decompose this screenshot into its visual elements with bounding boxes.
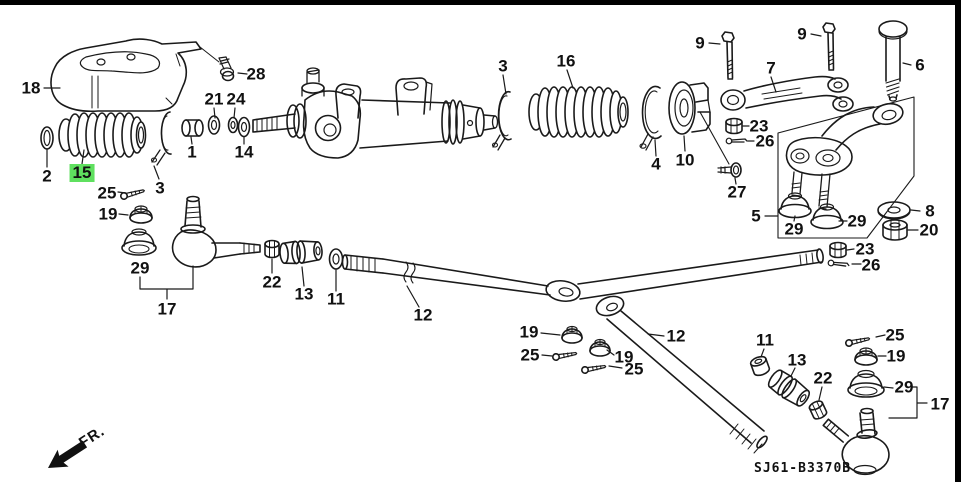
callout-6[interactable]: 6 — [915, 55, 925, 75]
sleeve-13-right-drawing — [767, 369, 811, 407]
castle-nut-19-b-drawing — [589, 338, 611, 357]
callout-17[interactable]: 17 — [930, 394, 950, 414]
steering-gearbox-drawing — [252, 67, 499, 159]
callout-29[interactable]: 29 — [847, 211, 867, 231]
leader-lines — [43, 33, 928, 419]
bushing-drawing — [181, 119, 204, 137]
boot-clip-left-drawing — [150, 111, 172, 166]
callout-12[interactable]: 12 — [413, 305, 433, 325]
screw-25-a-drawing — [551, 351, 578, 362]
nut-20-drawing — [882, 219, 908, 241]
callout-15[interactable]: 15 — [69, 164, 95, 182]
top-border-bar — [0, 0, 961, 5]
callout-27[interactable]: 27 — [727, 182, 747, 202]
castle-nut-19-left-drawing — [129, 205, 153, 224]
callout-11[interactable]: 11 — [327, 289, 345, 309]
callout-25[interactable]: 25 — [97, 183, 117, 203]
callout-11[interactable]: 11 — [756, 330, 774, 350]
callout-26[interactable]: 26 — [755, 131, 775, 151]
callout-13[interactable]: 13 — [294, 284, 314, 304]
callout-22[interactable]: 22 — [262, 272, 282, 292]
tie-rod-12-right-drawing — [595, 295, 768, 454]
coupling-bolt-drawing — [699, 111, 742, 178]
screw-25-right-drawing — [844, 337, 871, 348]
callout-29[interactable]: 29 — [784, 219, 804, 239]
callout-19[interactable]: 19 — [886, 346, 906, 366]
idler-bracket-drawing — [720, 75, 854, 112]
callout-22[interactable]: 22 — [813, 368, 833, 388]
cotter-pin-26-lower-drawing — [827, 259, 850, 267]
nut-22-right-drawing — [808, 400, 828, 420]
callout-25[interactable]: 25 — [520, 345, 540, 365]
callout-18[interactable]: 18 — [21, 78, 41, 98]
callout-23[interactable]: 23 — [749, 116, 769, 136]
callout-19[interactable]: 19 — [519, 322, 539, 342]
nut-23-lower-drawing — [829, 241, 847, 259]
callout-9[interactable]: 9 — [797, 24, 807, 44]
callout-16[interactable]: 16 — [556, 51, 576, 71]
callout-23[interactable]: 23 — [855, 239, 875, 259]
callout-24[interactable]: 24 — [226, 89, 246, 109]
callout-13[interactable]: 13 — [787, 350, 807, 370]
nut-23-upper-drawing — [725, 117, 743, 135]
cotter-pin-26-upper-drawing — [725, 137, 748, 145]
bolt-9-left-drawing — [721, 31, 735, 80]
rack-boot-16-drawing — [528, 86, 629, 138]
joint-coupling-drawing — [668, 81, 711, 135]
castle-nut-19-right-drawing — [854, 347, 878, 366]
callout-4[interactable]: 4 — [651, 154, 661, 174]
callout-3[interactable]: 3 — [155, 178, 165, 198]
rack-boot-15-drawing — [58, 112, 147, 158]
mount-bolt-drawing — [218, 56, 235, 82]
nut-22-left-drawing — [264, 239, 280, 259]
callout-20[interactable]: 20 — [919, 220, 939, 240]
dust-seal-29-b-drawing — [810, 203, 844, 230]
boot-clamp-drawing — [639, 85, 662, 151]
center-link-drawing — [577, 248, 824, 300]
callout-25[interactable]: 25 — [885, 325, 905, 345]
fr-arrow-icon — [48, 440, 88, 468]
tie-rod-12-left-drawing — [341, 254, 581, 303]
castle-nut-19-a-drawing — [561, 325, 583, 344]
callout-14[interactable]: 14 — [234, 142, 254, 162]
diagram-code: SJ61-B3370B — [754, 461, 852, 476]
callout-1[interactable]: 1 — [187, 142, 197, 162]
right-border-bar — [955, 0, 961, 482]
idler-arm-drawing — [785, 102, 904, 210]
callout-28[interactable]: 28 — [246, 64, 266, 84]
callout-9[interactable]: 9 — [695, 33, 705, 53]
rack-housing-drawing — [50, 38, 220, 113]
callout-3[interactable]: 3 — [498, 56, 508, 76]
dust-seal-29-right-drawing — [847, 369, 885, 398]
tie-rod-end-left-drawing — [171, 195, 261, 268]
screw-25-b-drawing — [580, 364, 607, 375]
callout-8[interactable]: 8 — [925, 201, 935, 221]
washer-21-drawing — [207, 115, 221, 135]
callout-2[interactable]: 2 — [42, 166, 52, 186]
callout-26[interactable]: 26 — [861, 255, 881, 275]
callout-21[interactable]: 21 — [204, 89, 224, 109]
dust-seal-29-left-drawing — [121, 228, 157, 256]
callout-29[interactable]: 29 — [130, 258, 150, 278]
screw-25-left-drawing — [119, 189, 145, 201]
tie-rod-end-right-drawing — [822, 407, 890, 476]
callout-25[interactable]: 25 — [624, 359, 644, 379]
washer-24-drawing — [227, 116, 239, 134]
callout-19[interactable]: 19 — [614, 347, 634, 367]
callout-10[interactable]: 10 — [675, 150, 695, 170]
callout-29[interactable]: 29 — [894, 377, 914, 397]
bolt-9-right-drawing — [822, 22, 836, 71]
sleeve-13-left-drawing — [279, 240, 323, 265]
idler-pivot-bolt-drawing — [878, 20, 908, 102]
callout-5[interactable]: 5 — [751, 206, 761, 226]
callout-7[interactable]: 7 — [766, 58, 776, 78]
callout-12[interactable]: 12 — [666, 326, 686, 346]
callout-17[interactable]: 17 — [157, 299, 177, 319]
callout-19[interactable]: 19 — [98, 204, 118, 224]
nut-11-right-drawing — [749, 355, 771, 377]
washer-8-drawing — [877, 201, 911, 220]
